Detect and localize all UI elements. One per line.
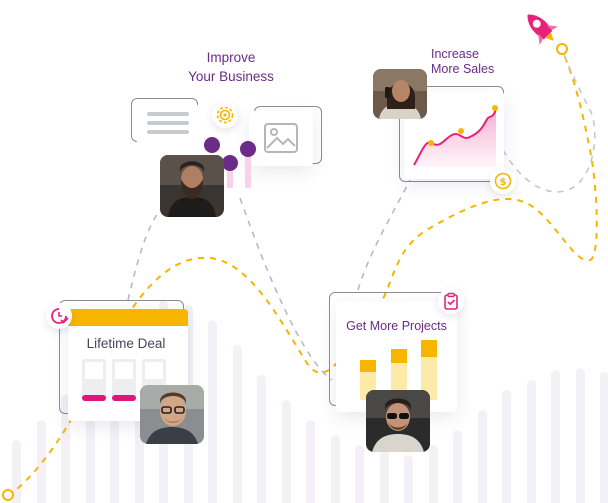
background-bar (551, 370, 560, 503)
svg-text:$: $ (500, 177, 507, 188)
improve-business-label: Improve Your Business (176, 50, 286, 85)
image-card (249, 111, 313, 166)
avatar-bearded-man (160, 155, 224, 217)
gray-dashed-path-1 (127, 199, 171, 301)
gray-dashed-path-4 (502, 49, 596, 193)
avatar-man-sunglasses (366, 390, 430, 452)
end-node (556, 43, 568, 55)
increase-sales-label: Increase More Sales (431, 47, 521, 77)
background-bar (85, 365, 95, 503)
background-bar (12, 440, 21, 503)
image-placeholder-icon (264, 123, 298, 153)
text-line-3 (147, 130, 189, 134)
improve-line-2: Your Business (188, 69, 274, 84)
background-bar (428, 445, 438, 503)
increase-line-1: Increase (431, 47, 479, 61)
background-bar (600, 372, 608, 503)
background-bar (232, 345, 242, 503)
text-line-2 (147, 121, 189, 125)
business-growth-dots (204, 137, 256, 188)
avatar-woman-phone (373, 69, 427, 119)
background-bar (477, 410, 487, 503)
projects-card: Get More Projects (336, 302, 457, 412)
target-icon (212, 102, 238, 128)
background-bar (306, 420, 315, 503)
background-bar (61, 395, 70, 503)
background-bar (526, 380, 536, 503)
avatar-man-glasses (140, 385, 204, 444)
background-bar (36, 420, 46, 503)
increase-line-2: More Sales (431, 62, 495, 76)
dollar-coin-icon: $ (490, 168, 516, 194)
lifetime-deal-title: Lifetime Deal (86, 336, 166, 351)
start-node (2, 489, 14, 501)
projects-title: Get More Projects (346, 319, 447, 333)
clock-check-icon (46, 303, 72, 329)
deal-slot-2 (112, 359, 136, 401)
clipboard-check-icon (438, 288, 464, 314)
background-bar (110, 340, 119, 503)
background-bar (355, 445, 364, 503)
background-bar (208, 320, 217, 503)
text-lines-card (136, 103, 198, 143)
background-bar (453, 430, 462, 503)
project-bar-3 (421, 340, 437, 400)
rocket-icon (527, 14, 558, 45)
background-bar (257, 375, 266, 503)
gray-dashed-path-3 (357, 179, 411, 291)
project-bar-2 (391, 349, 407, 400)
improve-line-1: Improve (206, 50, 256, 65)
background-bar (379, 450, 389, 503)
sales-line-graph (413, 105, 498, 167)
background-bar (404, 455, 413, 503)
gray-dashed-path-2 (239, 197, 333, 381)
background-bar (502, 390, 511, 503)
lifetime-deal-header-bar (68, 309, 188, 326)
deal-slot-1 (82, 359, 106, 401)
background-bar (330, 435, 340, 503)
text-line-1 (147, 112, 189, 116)
background-bar (575, 368, 585, 503)
background-bar (281, 400, 291, 503)
